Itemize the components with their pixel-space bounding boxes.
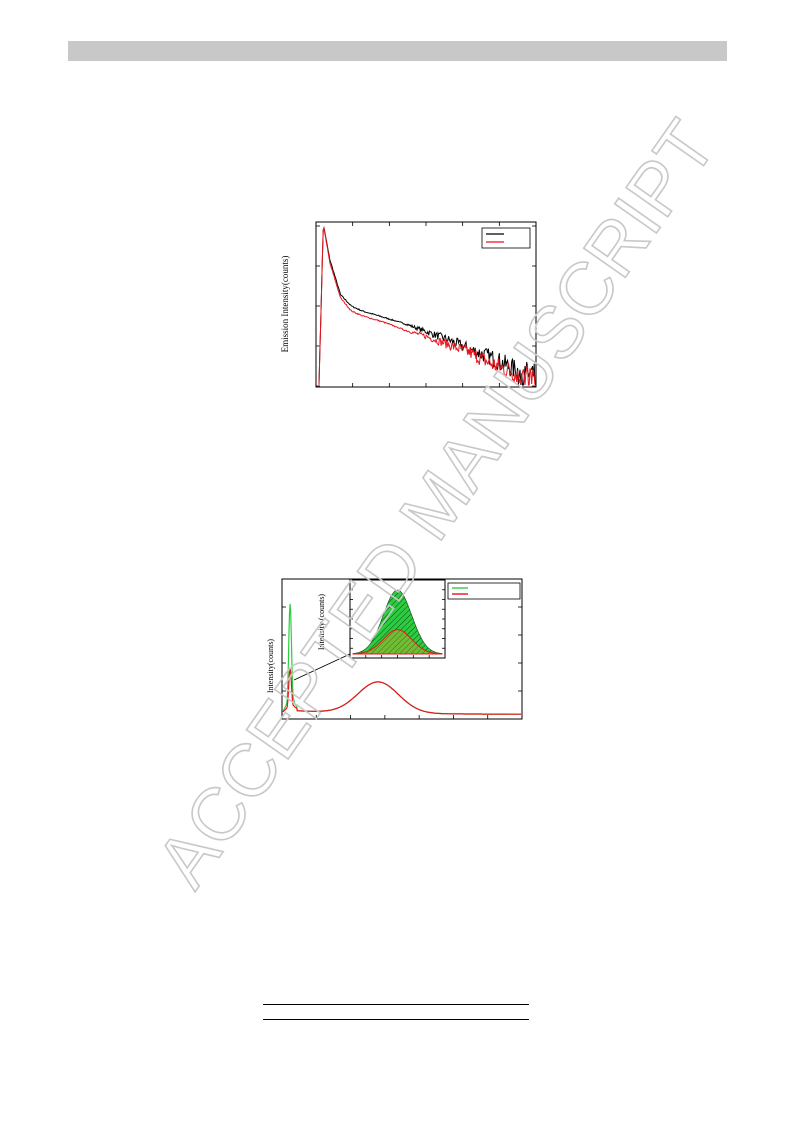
legend xyxy=(481,227,531,249)
y-axis-label: Intensity(counts) xyxy=(266,639,275,694)
inset-axis-ticks xyxy=(350,589,445,658)
series-line-red xyxy=(282,668,521,715)
inset-chart: Intensity (counts) xyxy=(317,579,446,659)
axis-ticks xyxy=(282,606,522,719)
table-header-rule xyxy=(263,1019,529,1020)
spectrum-chart: Intensity(counts) Intensity (counts) xyxy=(266,578,523,720)
inset-pointer-line xyxy=(293,653,351,681)
inset-red-peak xyxy=(352,629,443,655)
header-bar xyxy=(68,41,727,61)
series-line-red xyxy=(318,226,536,386)
plot-frame xyxy=(281,578,523,720)
legend-box xyxy=(447,582,521,600)
legend-box xyxy=(481,227,531,249)
inset-green-peak xyxy=(352,589,443,655)
figure-spectrum: Intensity(counts) Intensity (counts) xyxy=(264,574,526,726)
decay-chart: Emission Intensity(counts) xyxy=(280,221,537,388)
axis-ticks xyxy=(316,222,536,387)
legend xyxy=(447,582,521,600)
table-top-rule xyxy=(263,1004,529,1005)
series-line-black xyxy=(318,226,536,386)
figure-decay: Emission Intensity(counts) xyxy=(272,212,542,402)
y-axis-label: Emission Intensity(counts) xyxy=(280,256,290,353)
inset-y-axis-label: Intensity (counts) xyxy=(317,594,326,651)
